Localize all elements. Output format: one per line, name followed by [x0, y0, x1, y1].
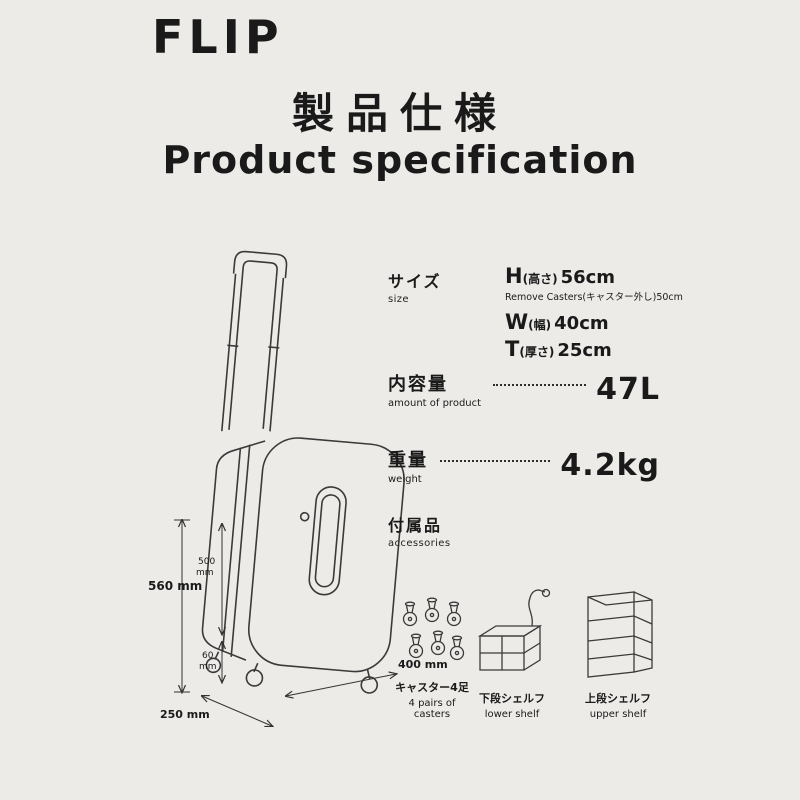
dim-depth: 250 mm	[160, 708, 210, 721]
size-height-sub: (高さ)	[522, 272, 558, 286]
suitcase-diagram: 560 mm 500 mm 60 mm 400 mm 250 mm	[148, 250, 448, 730]
dimension-labels: 560 mm 500 mm 60 mm 400 mm 250 mm	[148, 557, 448, 721]
suitcase-casters	[205, 651, 379, 694]
size-section-label: サイズ size	[388, 268, 660, 305]
size-height-row: H(高さ)56cm	[505, 264, 683, 288]
size-height-value: 56cm	[560, 267, 616, 288]
capacity-row: 内容量 amount of product 47L	[388, 370, 660, 409]
dim-height-total: 560 mm	[148, 579, 202, 593]
size-width-value: 40cm	[554, 313, 609, 334]
size-thickness-row: T(厚さ)25cm	[505, 337, 683, 361]
lower-shelf-figure	[477, 588, 551, 671]
size-width-prefix: W	[505, 310, 529, 334]
accessory-casters: キャスター4足 4 pairs of casters	[390, 556, 474, 720]
dim-width: 400 mm	[398, 658, 448, 671]
accessories-label-en: accessories	[388, 538, 451, 549]
dim-caster-height: 60	[202, 651, 214, 661]
casters-label-ja: キャスター4足	[395, 681, 469, 694]
accessory-lower-shelf: 下段シェルフ lower shelf	[470, 556, 554, 720]
size-thickness-sub: (厚さ)	[519, 345, 555, 359]
capacity-label: 内容量 amount of product	[388, 370, 481, 409]
size-width-sub: (幅)	[528, 318, 552, 332]
size-values: H(高さ)56cm Remove Casters(キャスター外し)50cm W(…	[505, 264, 683, 364]
page-title-english: Product specification	[162, 138, 638, 182]
suitcase-body	[201, 250, 405, 694]
accessories-label-ja: 付属品	[388, 516, 443, 535]
suitcase-handle	[221, 250, 288, 432]
capacity-label-ja: 内容量	[388, 374, 448, 395]
size-remove-casters-note: Remove Casters(キャスター外し)50cm	[505, 292, 683, 303]
accessories-section-label: 付属品 accessories	[388, 512, 450, 549]
dotted-leader	[440, 459, 551, 462]
upper-shelf-label-ja: 上段シェルフ	[585, 692, 651, 705]
size-label-ja: サイズ	[388, 272, 442, 291]
dim-height-body: 500	[198, 557, 215, 567]
casters-label-en: 4 pairs of casters	[408, 698, 456, 720]
size-thickness-prefix: T	[505, 337, 520, 361]
size-thickness-value: 25cm	[557, 340, 612, 361]
size-width-row: W(幅)40cm	[505, 310, 683, 334]
capacity-label-en: amount of product	[388, 398, 482, 409]
dim-height-body-unit: mm	[196, 568, 214, 578]
weight-label-ja: 重量	[388, 450, 428, 471]
weight-label-en: weight	[388, 474, 422, 485]
brand-logo: FLIP	[152, 10, 284, 64]
weight-label: 重量 weight	[388, 446, 428, 485]
dimension-lines	[174, 520, 396, 726]
lower-shelf-label-ja: 下段シェルフ	[479, 692, 545, 705]
casters-figure	[402, 597, 465, 661]
upper-shelf-figure	[586, 591, 653, 678]
weight-row: 重量 weight 4.2kg	[388, 446, 660, 485]
size-height-prefix: H	[505, 264, 523, 288]
upper-shelf-label-en: upper shelf	[589, 709, 647, 720]
dotted-leader	[493, 383, 587, 386]
lower-shelf-label-en: lower shelf	[484, 709, 540, 720]
size-label-en: size	[388, 294, 409, 305]
size-section: サイズ size H(高さ)56cm Remove Casters(キャスター外…	[388, 264, 683, 361]
capacity-value: 47L	[596, 372, 660, 407]
suitcase-front-panel	[247, 437, 405, 673]
accessory-upper-shelf: 上段シェルフ upper shelf	[572, 556, 664, 720]
weight-value: 4.2kg	[560, 448, 660, 483]
page-title-japanese: 製品仕様	[291, 89, 508, 138]
dim-caster-height-unit: mm	[199, 662, 217, 672]
